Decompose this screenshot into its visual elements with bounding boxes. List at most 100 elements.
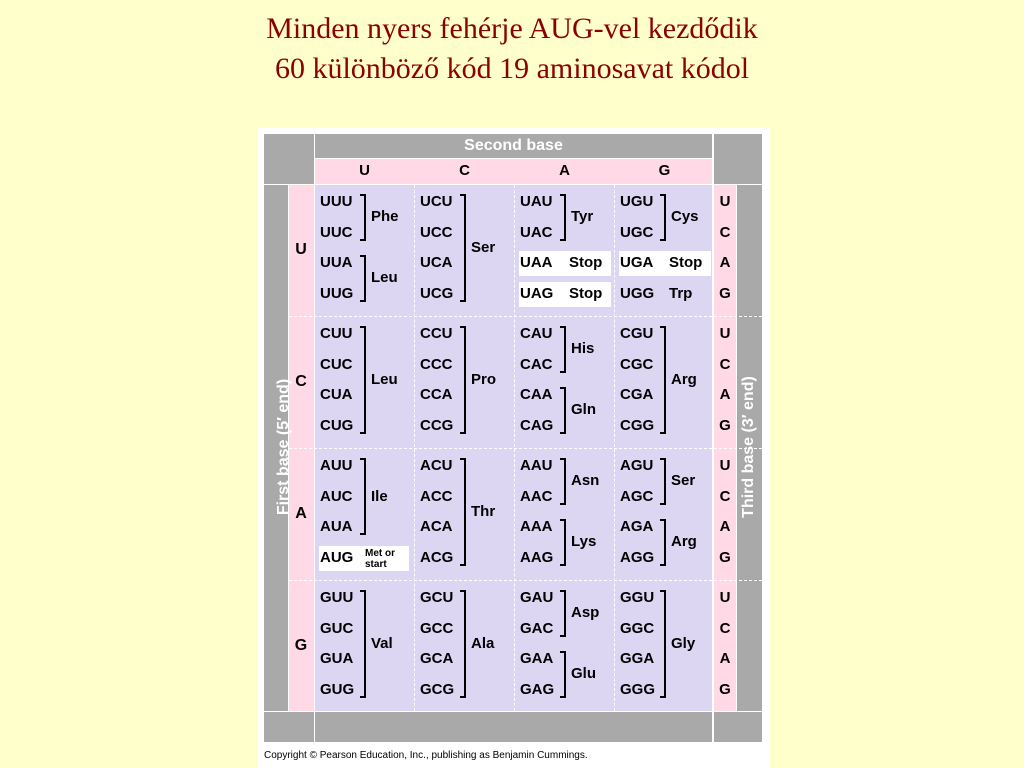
stop-codon-label: Stop (569, 254, 603, 271)
codon-aca: ACA (420, 518, 453, 535)
codon-aug: AUG (320, 548, 354, 566)
codon-ucg: UCG (420, 284, 454, 302)
row-separator (289, 316, 762, 317)
codon-cug: CUG (320, 416, 354, 434)
amino-acid-leu: Leu (371, 370, 398, 388)
codon-uaa: UAA (520, 254, 553, 271)
codon-bracket (360, 590, 366, 698)
second-base-label: Second base (464, 137, 563, 154)
third-base-letter: U (719, 589, 731, 606)
codon-cga: CGA (620, 386, 654, 403)
codon-acg: ACG (420, 548, 454, 566)
second-base-letter-c: C (459, 162, 470, 179)
stop-codon-label: Stop (669, 254, 703, 271)
slide-title-line-2: 60 különböző kód 19 aminosavat kódol (274, 52, 750, 85)
amino-acid-pro: Pro (471, 370, 497, 388)
codon-bracket (460, 590, 466, 698)
codon-uua: UUA (320, 254, 353, 271)
third-base-letter: U (719, 457, 731, 474)
codon-aau: AAU (520, 457, 553, 474)
codon-bracket (660, 590, 666, 698)
corner-top-left (264, 134, 314, 184)
second-base-letter-u: U (359, 162, 370, 179)
codon-ugc: UGC (620, 223, 654, 241)
corner-bottom-right (714, 712, 762, 742)
third-base-letter: C (719, 487, 731, 505)
third-base-letter: C (719, 355, 731, 373)
codon-uau: UAU (520, 193, 553, 210)
amino-acid-gly: Gly (671, 634, 696, 652)
corner-bottom-left (264, 712, 314, 742)
amino-acid-ser: Ser (671, 472, 696, 490)
amino-acid-asn: Asn (571, 472, 600, 490)
codon-cgc: CGC (620, 355, 654, 373)
codon-uca: UCA (420, 254, 453, 271)
codon-agu: AGU (620, 457, 654, 474)
third-base-letter: C (719, 223, 731, 241)
amino-acid-asp: Asp (571, 604, 600, 622)
amino-acid-thr: Thr (471, 502, 496, 520)
stop-codon-label: Stop (569, 284, 603, 302)
third-base-letter: G (719, 680, 731, 698)
third-base-letter: U (719, 325, 731, 342)
codon-guc: GUC (320, 619, 354, 637)
codon-cua: CUA (320, 386, 353, 403)
codon-cau: CAU (520, 325, 553, 342)
codon-bracket (560, 387, 566, 434)
codon-acc: ACC (420, 487, 453, 505)
amino-acid-ala: Ala (471, 634, 495, 652)
codon-ccu: CCU (420, 325, 453, 342)
codon-acu: ACU (420, 457, 453, 474)
third-base-letter: A (719, 386, 731, 403)
codon-agc: AGC (620, 487, 654, 505)
codon-aag: AAG (520, 548, 554, 566)
codon-bracket (660, 326, 666, 434)
codon-uag: UAG (520, 284, 554, 302)
codon-auu: AUU (320, 457, 353, 474)
codon-ucu: UCU (420, 193, 453, 210)
codon-ucc: UCC (420, 223, 453, 241)
codon-bracket (460, 458, 466, 566)
row-separator (289, 448, 762, 449)
highlight-box (319, 545, 409, 571)
met-start-label-line1: Met or (365, 547, 395, 559)
codon-cuc: CUC (320, 355, 353, 373)
row-separator (289, 580, 762, 581)
amino-acid-ser: Ser (471, 238, 496, 256)
codon-cca: CCA (420, 386, 453, 403)
third-base-letter: G (719, 416, 731, 434)
codon-uac: UAC (520, 223, 553, 241)
genetic-code-table: Second base First base (5′ end) Third ba… (258, 128, 770, 768)
third-base-letter: G (719, 284, 731, 302)
amino-acid-leu: Leu (371, 269, 398, 287)
third-base-letter: C (719, 619, 731, 637)
amino-acid-phe: Phe (371, 208, 399, 226)
codon-bracket (360, 194, 366, 241)
amino-acid-his: His (571, 340, 595, 358)
codon-bracket (660, 458, 666, 505)
second-base-letter-g: G (658, 162, 671, 179)
amino-acid-tyr: Tyr (571, 208, 594, 226)
codon-uga: UGA (620, 254, 654, 271)
codon-gga: GGA (620, 650, 655, 667)
codon-agg: AGG (620, 548, 655, 566)
codon-bracket (360, 458, 366, 535)
codon-guu: GUU (320, 589, 354, 606)
codon-uug: UUG (320, 284, 354, 302)
codon-bracket (360, 326, 366, 434)
codon-cgu: CGU (620, 325, 654, 342)
codon-cgg: CGG (620, 416, 655, 434)
amino-acid-cys: Cys (671, 208, 699, 226)
codon-cag: CAG (520, 416, 554, 434)
codon-aac: AAC (520, 487, 553, 505)
codon-bracket (560, 651, 566, 698)
codon-ggc: GGC (620, 619, 655, 637)
amino-acid-trp: Trp (669, 284, 693, 302)
codon-aaa: AAA (520, 518, 553, 535)
amino-acid-glu: Glu (571, 665, 596, 683)
codon-ugu: UGU (620, 193, 654, 210)
met-start-label-line2: start (365, 558, 387, 570)
codon-gca: GCA (420, 650, 454, 667)
third-base-letter: G (719, 548, 731, 566)
codon-ggg: GGG (620, 680, 656, 698)
